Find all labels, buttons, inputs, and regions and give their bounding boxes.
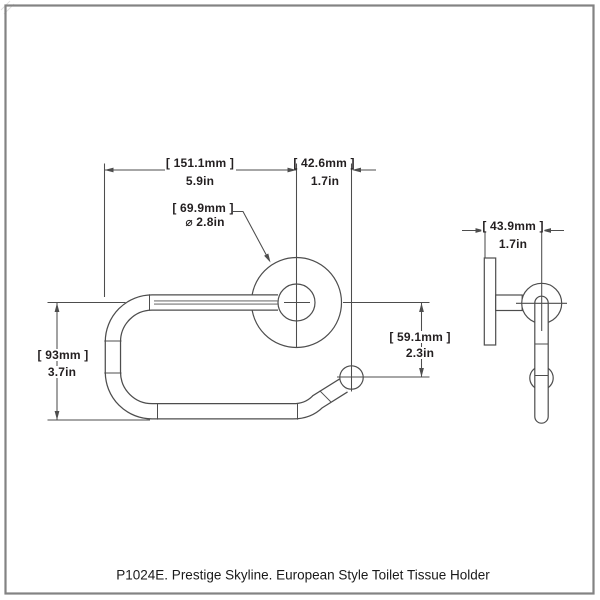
joint-ticks: [104, 294, 332, 420]
dim-ball-drop-metric: [ 59.1mm ]: [388, 330, 452, 344]
side-joint-ticks: [534, 343, 549, 376]
dim-projection-imperial: 1.7in: [497, 237, 529, 251]
dim-projection-metric: [ 43.9mm ]: [481, 219, 545, 233]
dim-loop-height-imperial: 3.7in: [46, 365, 78, 379]
dimension-lines: [47, 163, 567, 421]
product-caption: P1024E. Prestige Skyline. European Style…: [116, 567, 490, 583]
dim-hook-offset-imperial: 1.7in: [310, 174, 340, 188]
tube-core: [105, 295, 348, 419]
bar-seam-lines: [154, 300, 278, 305]
dim-ball-drop-imperial: 2.3in: [404, 346, 436, 360]
side-view: [483, 257, 563, 424]
dim-rosette-diameter-imperial: ⌀ 2.8in: [185, 215, 225, 229]
dim-loop-height-metric: [ 93mm ]: [36, 348, 90, 362]
dim-overall-width-imperial: 5.9in: [185, 174, 215, 188]
page-border: [4, 4, 595, 595]
front-view: [104, 256, 364, 420]
dim-hook-offset-metric: [ 42.6mm ]: [293, 156, 355, 170]
dimension-arrowheads: [54, 167, 551, 420]
arm-post-side: [495, 294, 523, 312]
dim-overall-width-metric: [ 151.1mm ]: [165, 156, 235, 170]
corner-marks: [0, 0, 15, 15]
wall-plate-side: [483, 257, 497, 346]
dim-rosette-diameter-metric: [ 69.9mm ]: [172, 201, 234, 215]
